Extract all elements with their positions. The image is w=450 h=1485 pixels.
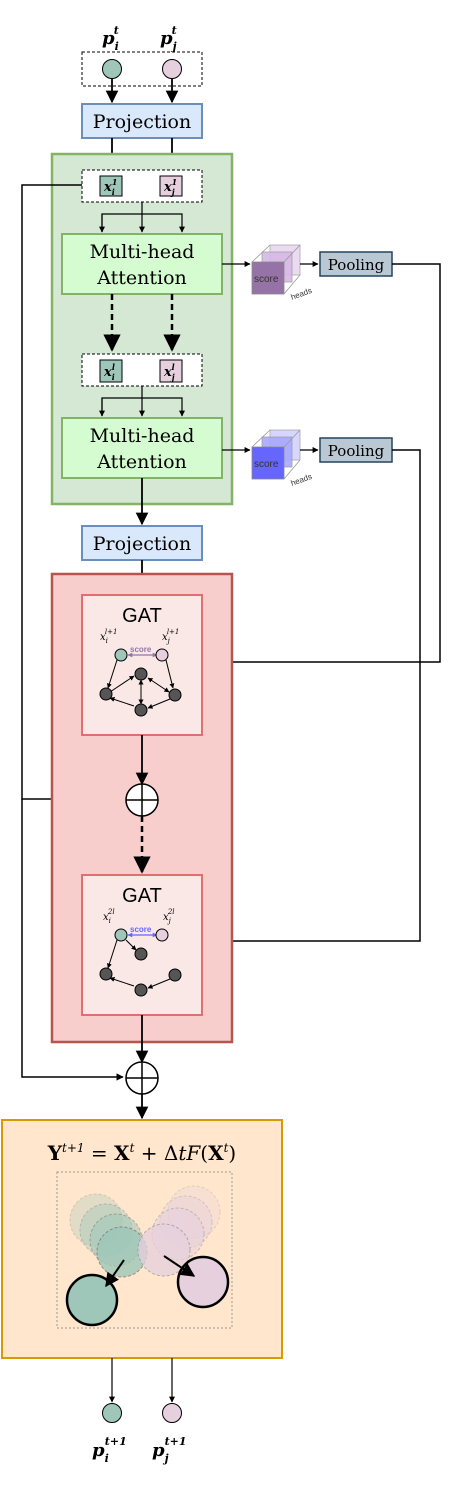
gat2-x-j-label: xj2l <box>163 908 175 925</box>
svg-text:Multi-head: Multi-head <box>90 425 195 447</box>
pooling-box-2: Pooling <box>319 437 393 463</box>
agent-i-velocity-arrow <box>105 1259 125 1288</box>
agent-j-output-node <box>162 1403 182 1423</box>
agent-i-output-node <box>102 1403 122 1423</box>
token-x-i-1 <box>99 175 123 197</box>
svg-text:GAT: GAT <box>122 605 162 627</box>
svg-text:Projection: Projection <box>93 533 191 555</box>
token-x-j-1 <box>159 175 183 197</box>
agent-j-next-position <box>176 1255 230 1309</box>
agent-j-trail <box>137 1185 221 1277</box>
multi-head-attention-1: Multi-head Attention <box>61 233 223 295</box>
token-x-j-1-label: xj1 <box>163 177 177 197</box>
output-label-p-i: pit+1 <box>92 1435 127 1465</box>
agent-j-velocity-arrow <box>163 1255 196 1277</box>
svg-text:heads: heads <box>290 472 314 488</box>
attention-score-cube-2: score heads <box>251 429 314 488</box>
svg-text:GAT: GAT <box>122 885 162 907</box>
svg-text:score: score <box>130 925 152 934</box>
input-section: pit pjt <box>81 24 203 104</box>
token-x-i-l <box>99 359 123 383</box>
svg-text:score: score <box>254 459 279 470</box>
gat1-x-j-label: xjl+1 <box>162 628 179 645</box>
residual-add-2 <box>125 1061 159 1095</box>
svg-text:score: score <box>130 645 152 654</box>
projection-box-2: Projection <box>81 525 203 561</box>
update-equation: Yt+1 = Xt + ΔtF(Xt) <box>47 1141 236 1165</box>
svg-text:Pooling: Pooling <box>328 256 385 274</box>
multi-head-attention-2: Multi-head Attention <box>61 417 223 479</box>
pooling-box-1: Pooling <box>319 251 393 277</box>
input-group-box <box>81 51 203 87</box>
projection-box-1: Projection <box>81 103 203 139</box>
token-x-i-l-label: xil <box>103 362 115 382</box>
token-x-i-1-label: xi1 <box>103 177 117 197</box>
residual-add-1 <box>125 783 159 817</box>
input-label-p-i: pit <box>102 24 119 53</box>
gat-layer-1: GAT xil+1 xjl+1 score <box>81 594 203 736</box>
svg-text:Multi-head: Multi-head <box>90 241 195 263</box>
svg-text:score: score <box>254 274 279 285</box>
svg-text:Pooling: Pooling <box>328 442 385 460</box>
token-x-j-l <box>159 359 183 383</box>
token-x-j-l-label: xjl <box>163 362 175 382</box>
svg-text:heads: heads <box>290 286 314 302</box>
svg-text:Attention: Attention <box>96 267 187 289</box>
agent-j-node <box>162 59 182 79</box>
projection-label-1: Projection <box>93 111 191 133</box>
attention-score-cube-1: score heads <box>251 244 314 302</box>
input-label-p-j: pjt <box>160 24 177 53</box>
agent-i-trail <box>69 1193 148 1278</box>
gat1-x-i-label: xil+1 <box>100 628 117 645</box>
output-label-p-j: pjt+1 <box>152 1435 187 1465</box>
gat-layer-2: GAT xi2l xj2l score <box>81 874 203 1016</box>
agent-i-next-position <box>65 1273 119 1327</box>
svg-text:Attention: Attention <box>96 451 187 473</box>
gat2-x-i-label: xi2l <box>103 908 115 925</box>
agent-i-node <box>102 59 122 79</box>
